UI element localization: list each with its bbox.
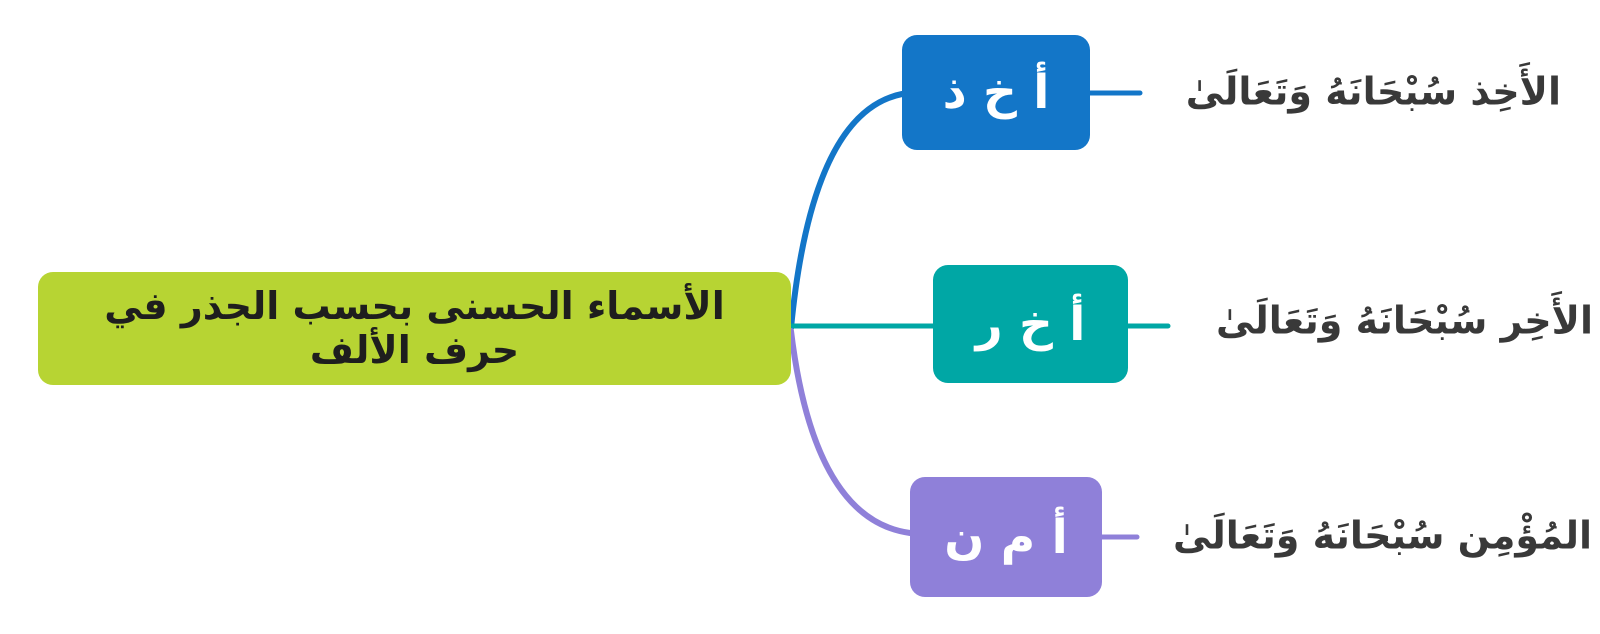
node-root-akhdh[interactable]: أ خ ذ [902, 35, 1090, 150]
connector-root-to-amn [788, 328, 913, 536]
root-node[interactable]: الأسماء الحسنى بحسب الجذر في حرف الألف [38, 272, 791, 385]
description-akhr[interactable]: الأَخِر سُبْحَانَهُ وَتَعَالَىٰ [1216, 298, 1593, 343]
node-root-akhr-letters: أ خ ر [975, 296, 1086, 352]
description-amn[interactable]: المُؤْمِن سُبْحَانَهُ وَتَعَالَىٰ [1173, 513, 1592, 558]
connector-root-to-akhdh [788, 91, 905, 331]
node-root-amn[interactable]: أ م ن [910, 477, 1102, 597]
description-akhdh[interactable]: الأَخِذ سُبْحَانَهُ وَتَعَالَىٰ [1185, 69, 1561, 114]
node-root-amn-letters: أ م ن [944, 509, 1068, 565]
node-root-akhr[interactable]: أ خ ر [933, 265, 1128, 383]
root-node-label: الأسماء الحسنى بحسب الجذر في حرف الألف [104, 283, 725, 372]
node-root-akhdh-letters: أ خ ذ [942, 65, 1050, 120]
